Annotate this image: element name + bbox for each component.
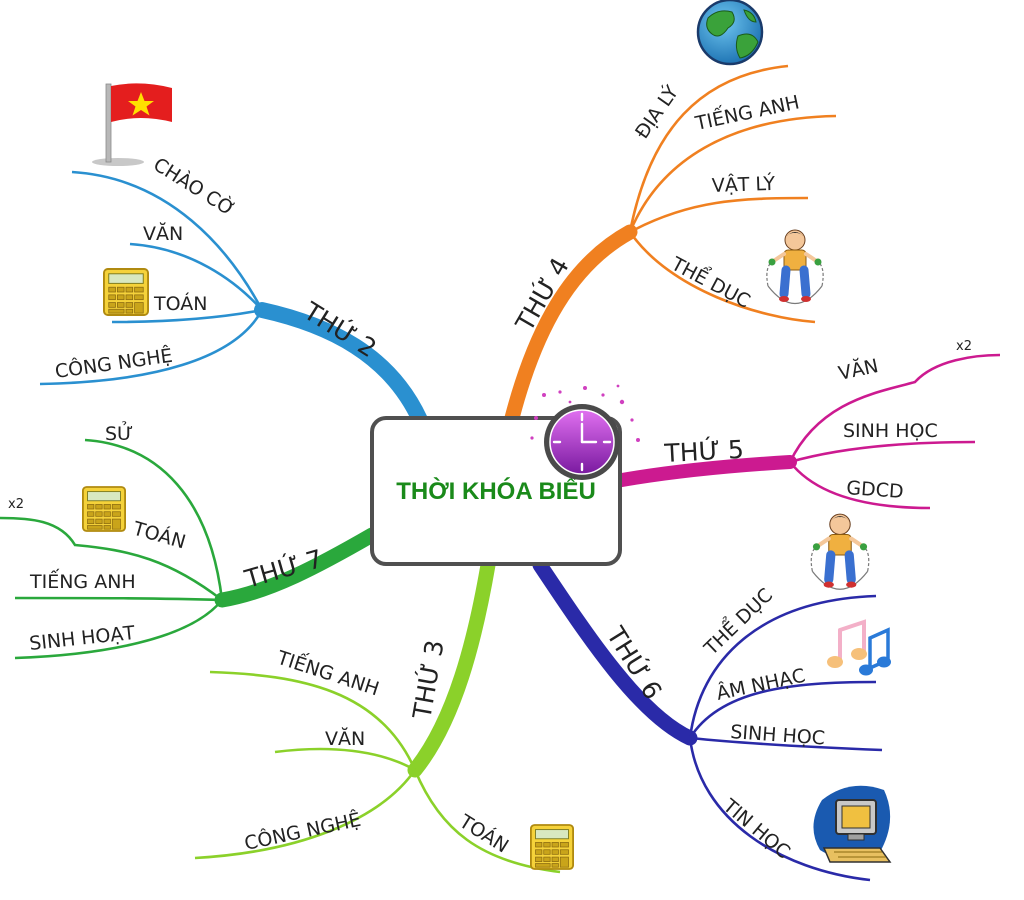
branch-thu-3	[194, 557, 561, 874]
branch-thu-2	[39, 170, 428, 428]
subject-thu-6-sinh-hoc: SINH HỌC	[730, 721, 826, 750]
subject-thu-6-tin-hoc: TIN HỌC	[718, 794, 794, 863]
subject-thu-4-dia-ly: ĐỊA LÝ	[630, 81, 683, 143]
branch-thu-7	[0, 438, 380, 660]
subject-thu-5-note: x2	[956, 339, 972, 354]
subject-thu-3-cong-nghe: CÔNG NGHỆ	[242, 807, 363, 855]
globe-icon	[696, 0, 764, 66]
subject-thu-4-vat-ly: VẬT LÝ	[711, 172, 775, 197]
center-title: THỜI KHÓA BIỂU	[396, 477, 596, 505]
subject-thu-5-sinh-hoc: SINH HỌC	[843, 420, 938, 442]
calculator-icon	[82, 486, 126, 532]
jump-rope-kid-icon	[811, 514, 869, 589]
subject-thu-2-cong-nghe: CÔNG NGHỆ	[53, 343, 174, 383]
subject-thu-3-tieng-anh: TIẾNG ANH	[274, 644, 383, 701]
subject-thu-2-chao-co: CHÀO CỜ	[149, 152, 240, 221]
subject-thu-7-toan: TOÁN	[130, 516, 189, 553]
subject-thu-2-toan: TOÁN	[153, 292, 207, 315]
jump-rope-kid-icon	[767, 230, 823, 304]
subject-thu-7-note: x2	[8, 497, 24, 512]
calculator-icon	[530, 824, 574, 870]
clock-icon	[530, 384, 640, 480]
music-notes-icon	[827, 619, 891, 676]
branch-thu-4	[504, 64, 837, 426]
calculator-icon	[103, 268, 149, 316]
subject-thu-2-van: VĂN	[143, 221, 183, 245]
subject-thu-6-the-duc: THỂ DỤC	[697, 581, 777, 660]
subject-thu-7-sinh-hoat: SINH HOẠT	[28, 622, 136, 655]
branch-thu-6	[532, 557, 883, 882]
subject-thu-5-gdcd: GDCD	[846, 477, 905, 503]
branch-thu-5	[615, 353, 1001, 510]
subject-thu-7-su: SỬ	[105, 420, 133, 445]
subject-thu-7-tieng-anh: TIẾNG ANH	[29, 568, 136, 593]
subject-thu-5-van: VĂN	[836, 353, 880, 385]
day-label-thu-5: THỨ 5	[663, 434, 745, 468]
vietnam-flag-icon	[92, 83, 172, 166]
subject-thu-6-am-nhac: ÂM NHẠC	[714, 664, 807, 705]
subject-thu-3-van: VĂN	[325, 726, 365, 750]
subject-thu-4-the-duc: THỂ DỤC	[667, 249, 756, 313]
computer-icon	[813, 785, 892, 863]
